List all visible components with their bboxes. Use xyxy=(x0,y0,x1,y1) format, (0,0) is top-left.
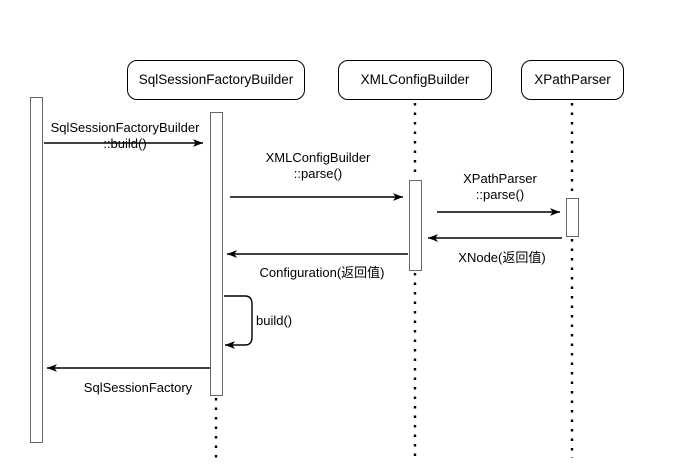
message-label-sqlsessionfactory-return: SqlSessionFactory xyxy=(58,380,218,396)
activation-bar-xmlconfigbuilder xyxy=(409,180,422,271)
message-label-build-line2: ::build() xyxy=(103,136,147,152)
activation-bar-sqlsessionfactorybuilder xyxy=(210,112,223,396)
message-arrow-self-build xyxy=(224,295,253,349)
message-label-sqlsessionfactory-return-line1: SqlSessionFactory xyxy=(83,380,193,395)
message-label-xmlconfigbuilder-parse-line1: XMLConfigBuilder xyxy=(265,150,371,165)
message-label-xmlconfigbuilder-parse: XMLConfigBuilder ::parse() xyxy=(232,150,404,183)
message-label-xnode-return-line1: XNode(返回值) xyxy=(458,250,546,265)
participant-box-xpathparser[interactable]: XPathParser xyxy=(521,60,624,100)
activation-bar-caller xyxy=(30,97,43,443)
message-label-xnode-return: XNode(返回值) xyxy=(440,250,564,266)
message-label-xpathparser-parse-line1: XPathParser xyxy=(463,171,537,186)
participant-box-sqlsessionfactorybuilder[interactable]: SqlSessionFactoryBuilder xyxy=(127,60,305,100)
message-label-self-build-line1: build() xyxy=(256,313,293,328)
participant-label-xmlconfigbuilder: XMLConfigBuilder xyxy=(360,71,470,87)
message-label-configuration-return: Configuration(返回值) xyxy=(232,265,412,281)
activation-bar-xpathparser xyxy=(566,198,579,237)
message-label-self-build: build() xyxy=(256,313,316,329)
participant-box-xmlconfigbuilder[interactable]: XMLConfigBuilder xyxy=(338,60,492,100)
message-label-build: SqlSessionFactoryBuilder ::build() xyxy=(42,120,208,153)
participant-label-sqlsessionfactorybuilder: SqlSessionFactoryBuilder xyxy=(138,71,294,87)
message-label-configuration-return-line1: Configuration(返回值) xyxy=(259,265,385,280)
message-label-xmlconfigbuilder-parse-line2: ::parse() xyxy=(293,166,343,182)
message-label-build-line1: SqlSessionFactoryBuilder xyxy=(50,120,200,135)
participant-label-xpathparser: XPathParser xyxy=(534,71,611,87)
message-label-xpathparser-parse: XPathParser ::parse() xyxy=(438,171,562,204)
message-label-xpathparser-parse-line2: ::parse() xyxy=(475,187,525,203)
